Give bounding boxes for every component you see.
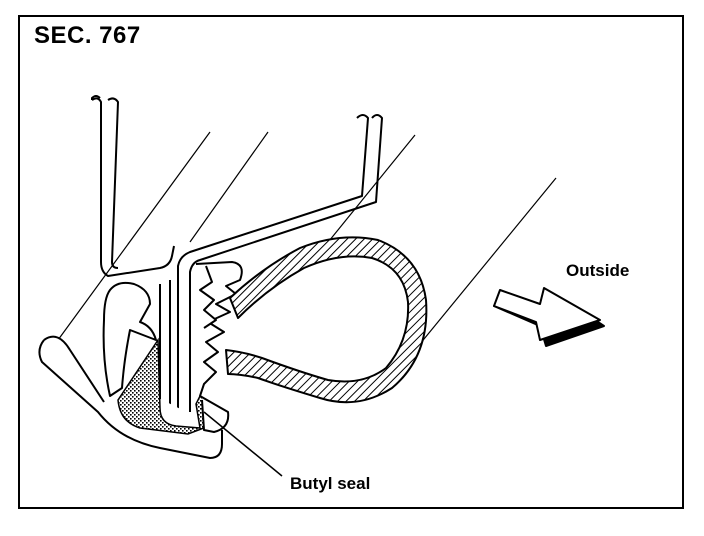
butyl-seal-leader <box>203 411 283 477</box>
projection-line-4 <box>414 177 557 351</box>
outside-label: Outside <box>566 261 629 280</box>
outer-panel <box>91 95 175 277</box>
seal-retainer <box>102 261 243 433</box>
butyl-fill <box>117 337 207 435</box>
section-label: SEC. 767 <box>34 22 141 49</box>
projection-lines <box>57 131 557 351</box>
diagram-frame <box>18 15 684 509</box>
butyl-seal-label: Butyl seal <box>290 474 370 493</box>
bulb-seal <box>225 236 428 404</box>
projection-line-2 <box>189 131 269 243</box>
projection-line-1 <box>57 131 211 341</box>
inner-panel <box>177 114 383 420</box>
outside-arrow-icon <box>493 287 605 347</box>
